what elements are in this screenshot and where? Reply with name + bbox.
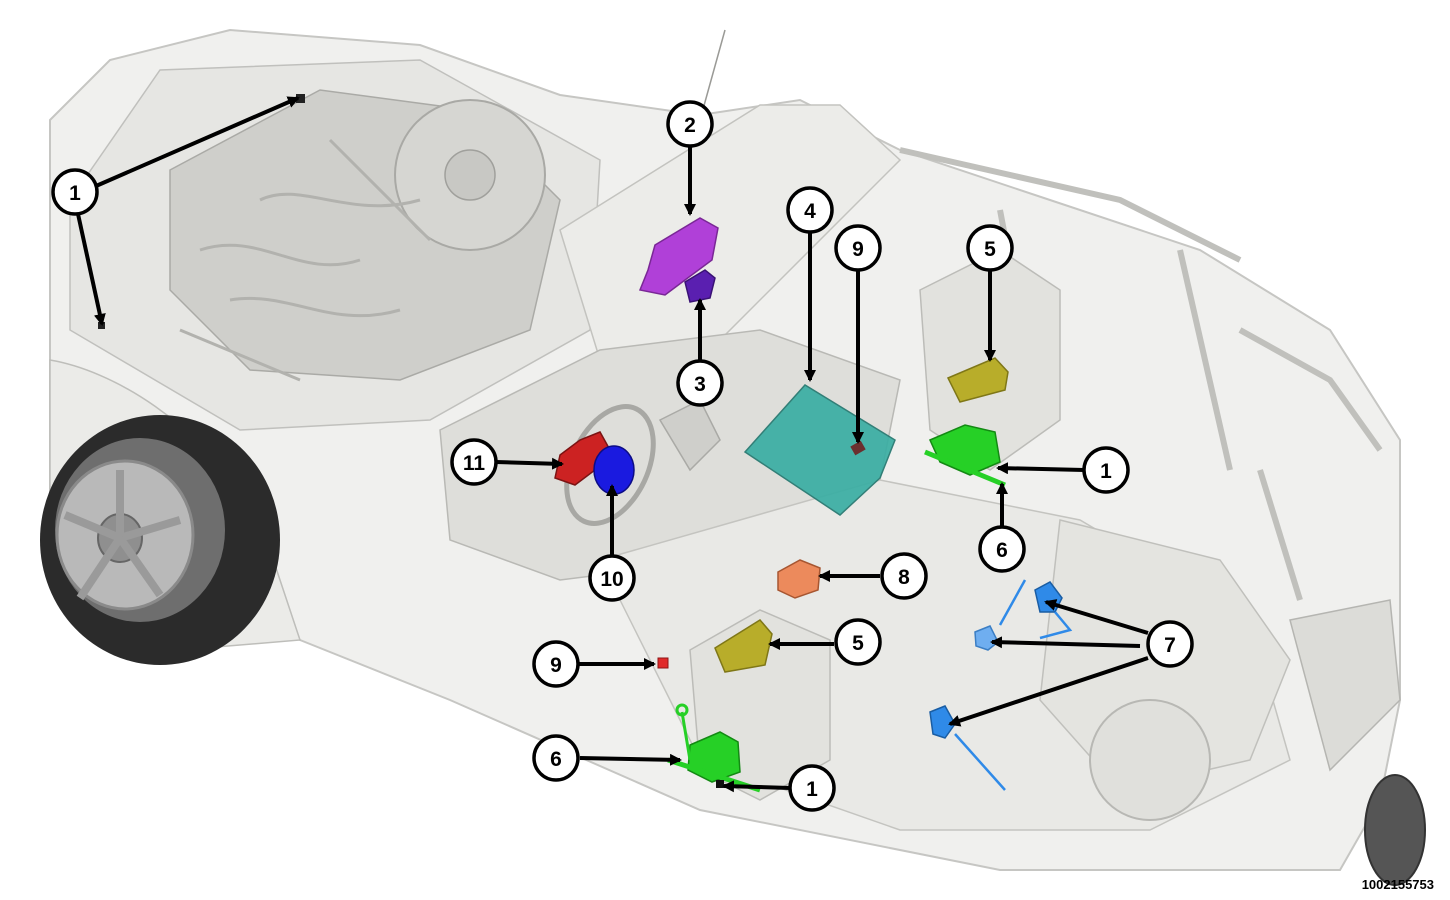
callout-4: 4 bbox=[786, 186, 834, 234]
callout-9b: 9 bbox=[532, 640, 580, 688]
callouts: 1 1 1 2 3 4 5 5 bbox=[51, 100, 1194, 812]
vehicle-body bbox=[40, 28, 1426, 886]
arrow-1a-lower bbox=[76, 213, 106, 326]
callout-1b: 1 bbox=[1082, 446, 1130, 494]
callout-5a: 5 bbox=[966, 224, 1014, 272]
components bbox=[98, 94, 1073, 793]
module-3 bbox=[684, 269, 716, 303]
sensor-9-lower bbox=[657, 657, 669, 669]
callout-8: 8 bbox=[880, 552, 928, 600]
svg-text:6: 6 bbox=[996, 539, 1008, 562]
callout-3: 3 bbox=[676, 359, 724, 407]
module-8 bbox=[777, 559, 821, 599]
arrow-1c bbox=[722, 780, 791, 793]
callout-9a: 9 bbox=[834, 224, 882, 272]
callout-7: 7 bbox=[1146, 620, 1194, 668]
engine-details bbox=[179, 138, 432, 382]
spare-tire bbox=[1089, 699, 1211, 821]
arrow-11 bbox=[495, 457, 564, 470]
svg-text:7: 7 bbox=[1164, 634, 1176, 657]
rear-wheel bbox=[1364, 774, 1426, 886]
figure-id: 1002155753 bbox=[1361, 877, 1434, 892]
callout-1a: 1 bbox=[51, 168, 99, 216]
side-sensors bbox=[929, 579, 1073, 791]
svg-text:10: 10 bbox=[600, 568, 623, 591]
svg-text:2: 2 bbox=[684, 114, 696, 137]
svg-text:9: 9 bbox=[550, 654, 562, 677]
front-wheel bbox=[40, 415, 280, 665]
module-2 bbox=[638, 217, 719, 296]
module-4-connector bbox=[850, 440, 866, 456]
arrow-6-lower bbox=[579, 753, 682, 766]
arrow-1b bbox=[996, 462, 1085, 475]
svg-text:1: 1 bbox=[806, 778, 818, 801]
callout-5b: 5 bbox=[834, 618, 882, 666]
arrow-7-a bbox=[1044, 599, 1149, 635]
callout-1c: 1 bbox=[788, 764, 836, 812]
callout-2: 2 bbox=[666, 100, 714, 148]
callout-6a: 6 bbox=[978, 525, 1026, 573]
leader-lines bbox=[76, 96, 1149, 793]
svg-text:4: 4 bbox=[804, 200, 816, 223]
rear-corner bbox=[1289, 599, 1401, 772]
svg-text:6: 6 bbox=[550, 748, 562, 771]
svg-text:5: 5 bbox=[984, 238, 996, 261]
callout-6b: 6 bbox=[532, 734, 580, 782]
svg-text:9: 9 bbox=[852, 238, 864, 261]
seat-track-upper bbox=[924, 424, 1006, 488]
callout-10: 10 bbox=[588, 554, 636, 602]
arrow-7-b bbox=[990, 636, 1141, 649]
seat-track-lower bbox=[667, 703, 761, 793]
arrow-1a-upper bbox=[95, 96, 300, 188]
arrow-7-c bbox=[948, 656, 1149, 727]
svg-text:1: 1 bbox=[1100, 460, 1112, 483]
svg-text:11: 11 bbox=[463, 452, 486, 475]
svg-text:1: 1 bbox=[69, 182, 81, 205]
svg-text:5: 5 bbox=[852, 632, 864, 655]
center-console bbox=[658, 398, 721, 472]
svg-text:3: 3 bbox=[694, 373, 706, 396]
sensor-1-lower bbox=[716, 780, 724, 788]
svg-text:8: 8 bbox=[898, 566, 910, 589]
callout-11: 11 bbox=[450, 438, 498, 486]
impact-sensor-front-1 bbox=[296, 94, 305, 103]
radiator-fan-hub bbox=[444, 149, 496, 201]
